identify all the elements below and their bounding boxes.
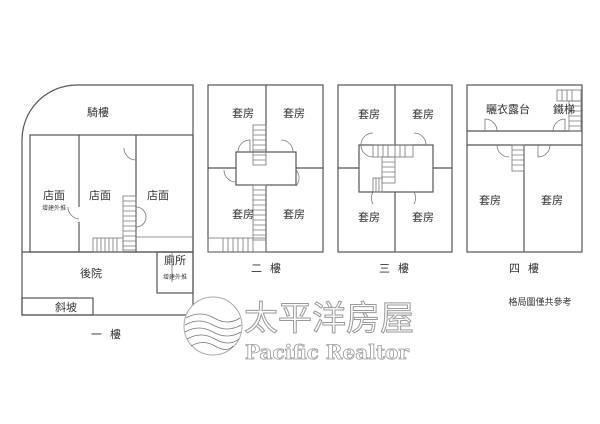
floor-4-plan: 曬衣露台 鐵梯 套房 套房 四樓 [466,84,583,275]
floor-2-plan: 套房 套房 套房 套房 二樓 [207,84,324,275]
pacific-realtor-logo: 太平洋房屋 Pacific Realtor [183,296,415,364]
floor-1-outline-left [21,140,193,316]
ramp-label: 斜坡 [55,301,77,314]
room-label: 套房 [232,208,254,221]
room-label: 套房 [412,211,434,224]
iron-stair-label: 鐵梯 [553,102,575,116]
floor-2-title: 二樓 [251,261,289,275]
stairs [511,89,582,172]
door-swing [67,206,80,220]
toilet-room [156,251,194,294]
arcade-label: 騎樓 [87,105,109,119]
extension-note: 增建外推 [42,204,66,212]
backyard-label: 後院 [80,266,102,280]
floor-1-title: 一樓 [91,327,129,341]
wave-globe-icon [183,296,243,356]
room-label: 套房 [358,211,380,224]
logo-english-text: Pacific Realtor [245,340,409,364]
toilet-label: 廁所 [164,253,186,267]
floor-1-plan: 騎樓 店面 增建外推 店面 店面 後院 廁所 增建外推 斜坡 一樓 [21,84,194,341]
room-label: 套房 [479,194,501,207]
door-swing [135,206,147,228]
floor-3-title: 三樓 [379,261,417,275]
logo-chinese-text: 太平洋房屋 [244,299,414,339]
room-label: 套房 [283,107,305,120]
shop-label: 店面 [43,188,65,202]
stairs [92,195,137,253]
floor-1-outline [21,84,194,320]
shop-label: 店面 [89,188,111,202]
balcony-label: 曬衣露台 [486,102,530,116]
floor-3-plan: 套房 套房 套房 套房 三樓 [337,84,453,275]
door-swing [123,147,137,161]
disclaimer-note: 格局圖僅共參考 [508,296,571,308]
room-label: 套房 [412,108,434,121]
room-label: 套房 [541,194,563,207]
stairs [207,124,267,253]
room-label: 套房 [283,208,305,221]
stairs [372,144,414,193]
toilet-note: 增建外推 [163,273,187,281]
floor-4-title: 四樓 [509,261,547,275]
room-label: 套房 [358,108,380,121]
shop-label: 店面 [147,188,169,202]
ramp [21,297,94,316]
room-label: 套房 [232,107,254,120]
